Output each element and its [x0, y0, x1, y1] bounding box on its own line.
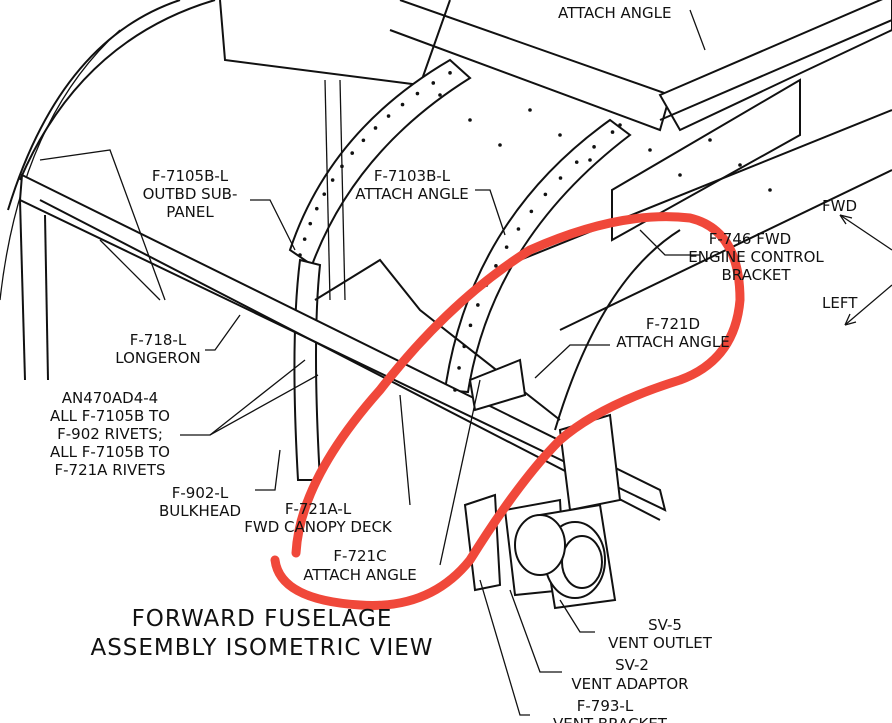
svg-text:ALL F-7105B TO: ALL F-7105B TO	[50, 407, 170, 425]
rivet	[431, 81, 436, 85]
rivet	[494, 264, 498, 268]
svg-text:F-721A RIVETS: F-721A RIVETS	[55, 461, 166, 479]
svg-text:ALL F-7105B TO: ALL F-7105B TO	[50, 443, 170, 461]
svg-text:F-746 FWD: F-746 FWD	[709, 230, 791, 248]
rivet	[462, 344, 467, 349]
svg-text:BULKHEAD: BULKHEAD	[159, 502, 241, 520]
svg-text:ATTACH ANGLE: ATTACH ANGLE	[355, 185, 468, 203]
leader-lines	[180, 9, 892, 716]
svg-text:F-7105B-L: F-7105B-L	[152, 167, 229, 185]
svg-text:LONGERON: LONGERON	[115, 349, 200, 367]
canopy-deck	[314, 258, 622, 512]
rivet	[448, 71, 452, 75]
label-f721a: F-721A-L FWD CANOPY DECK	[244, 500, 393, 536]
svg-text:ATTACH ANGLE: ATTACH ANGLE	[616, 333, 729, 351]
rivet	[361, 138, 366, 143]
fuselage-frame-arc	[0, 0, 216, 301]
rivet	[528, 108, 532, 112]
rivet	[340, 164, 344, 169]
rivet	[738, 163, 742, 167]
rivet	[588, 158, 592, 162]
rivet	[529, 209, 534, 214]
svg-text:VENT BRACKET: VENT BRACKET	[553, 715, 668, 723]
title-block: FORWARD FUSELAGE ASSEMBLY ISOMETRIC VIEW	[90, 606, 433, 661]
svg-text:ENGINE CONTROL: ENGINE CONTROL	[688, 248, 824, 266]
label-top-attach-angle: ATTACH ANGLE	[558, 4, 671, 22]
rivet	[468, 118, 472, 122]
direction-fwd: FWD	[822, 197, 857, 215]
svg-text:VENT ADAPTOR: VENT ADAPTOR	[571, 675, 688, 693]
rivet	[415, 91, 420, 96]
label-f902: F-902-L BULKHEAD	[159, 484, 241, 520]
rivet	[504, 245, 509, 249]
rivet	[330, 178, 335, 182]
red-highlight-annotation	[270, 212, 745, 610]
svg-text:F-7103B-L: F-7103B-L	[374, 167, 451, 185]
rivet	[438, 93, 442, 97]
svg-text:F-721D: F-721D	[646, 315, 700, 333]
svg-text:ASSEMBLY ISOMETRIC VIEW: ASSEMBLY ISOMETRIC VIEW	[90, 635, 433, 661]
rivet	[543, 192, 548, 197]
svg-text:F-902 RIVETS;: F-902 RIVETS;	[57, 425, 163, 443]
label-f793: F-793-L VENT BRACKET	[553, 697, 668, 723]
label-an470: AN470AD4-4 ALL F-7105B TO F-902 RIVETS; …	[50, 389, 170, 479]
rivet	[308, 221, 313, 226]
svg-text:BRACKET: BRACKET	[721, 266, 791, 284]
rivet	[498, 143, 502, 147]
rivet	[386, 114, 391, 118]
rivet	[314, 206, 319, 211]
rivet	[574, 160, 579, 164]
label-f7103b: F-7103B-L ATTACH ANGLE	[355, 167, 468, 203]
rivet	[708, 138, 712, 142]
label-sv2: SV-2 VENT ADAPTOR	[571, 656, 688, 693]
rivet	[453, 388, 457, 392]
svg-text:F-721A-L: F-721A-L	[285, 500, 352, 518]
rivet	[350, 151, 355, 155]
svg-text:FORWARD FUSELAGE: FORWARD FUSELAGE	[132, 606, 393, 632]
rivet	[476, 303, 480, 307]
svg-text:F-793-L: F-793-L	[577, 697, 634, 715]
label-f718: F-718-L LONGERON	[115, 331, 200, 367]
rivet	[298, 253, 302, 257]
label-f7105b: F-7105B-L OUTBD SUB- PANEL	[143, 167, 238, 221]
svg-text:FWD CANOPY DECK: FWD CANOPY DECK	[244, 518, 393, 536]
rivet	[558, 176, 563, 180]
rivet	[678, 173, 682, 177]
rivet	[516, 227, 521, 231]
label-f746: F-746 FWD ENGINE CONTROL BRACKET	[688, 230, 824, 284]
rivet	[618, 123, 622, 127]
rivet	[373, 126, 378, 130]
rivet	[468, 323, 473, 328]
svg-text:SV-2: SV-2	[615, 656, 649, 674]
rivet	[322, 192, 327, 196]
rivet	[648, 148, 652, 152]
rivet	[400, 102, 405, 107]
svg-text:F-902-L: F-902-L	[172, 484, 229, 502]
label-f721c: F-721C ATTACH ANGLE	[303, 547, 416, 584]
rivet	[457, 366, 461, 370]
svg-text:ATTACH ANGLE: ATTACH ANGLE	[303, 566, 416, 584]
svg-text:VENT OUTLET: VENT OUTLET	[608, 634, 713, 652]
svg-text:AN470AD4-4: AN470AD4-4	[62, 389, 158, 407]
rivet	[610, 130, 615, 134]
vent-assembly	[463, 493, 617, 610]
rivet	[768, 188, 772, 192]
label-f721d: F-721D ATTACH ANGLE	[616, 315, 729, 351]
rivet	[592, 145, 596, 149]
direction-left: LEFT	[822, 294, 858, 312]
svg-text:OUTBD SUB-: OUTBD SUB-	[143, 185, 238, 203]
svg-text:SV-5: SV-5	[648, 616, 682, 634]
longeron	[18, 149, 667, 521]
rivet	[558, 133, 562, 137]
rivets	[298, 71, 772, 392]
svg-text:F-718-L: F-718-L	[130, 331, 187, 349]
svg-text:PANEL: PANEL	[166, 203, 214, 221]
rivet	[302, 237, 307, 241]
svg-text:F-721C: F-721C	[333, 547, 386, 565]
label-sv5: SV-5 VENT OUTLET	[608, 616, 713, 652]
